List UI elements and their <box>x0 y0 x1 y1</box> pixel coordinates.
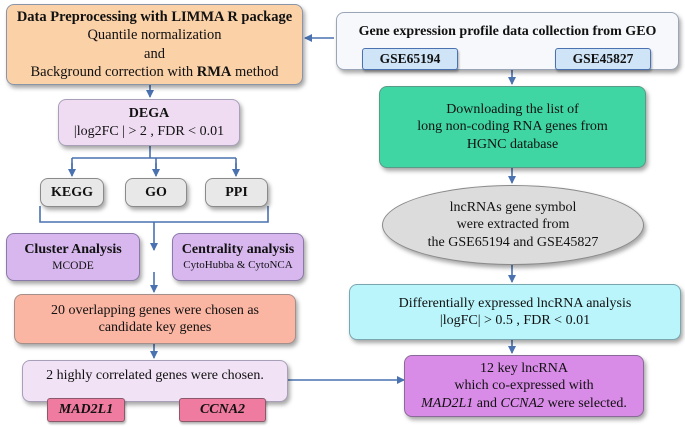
dataset-badge-gse65194: GSE65194 <box>362 48 458 70</box>
dega-box: DEGA |log2FC | > 2 , FDR < 0.01 <box>58 99 240 146</box>
download-box: Downloading the list of long non-coding … <box>379 86 646 168</box>
arrow-dega-to-enrichment <box>71 146 237 170</box>
dega-title: DEGA <box>128 106 170 121</box>
keylnc-box: 12 key lncRNA which co-expressed with MA… <box>404 355 644 417</box>
geo-title: Gene expression profile data collection … <box>358 24 657 39</box>
dataset-badge-gse45827: GSE45827 <box>555 48 651 70</box>
preprocess-line3: Background correction with RMA method <box>30 63 279 80</box>
dega-criteria: |log2FC | > 2 , FDR < 0.01 <box>73 123 225 139</box>
preprocess-title: Data Preprocessing with LIMMA R package <box>16 9 293 26</box>
bracket-enrichment <box>39 206 269 223</box>
go-box: GO <box>125 178 187 207</box>
diffexp-box: Differentially expressed lncRNA analysis… <box>349 284 681 340</box>
ppi-box: PPI <box>205 178 268 207</box>
gene-badge-mad2l1: MAD2L1 <box>47 398 125 422</box>
centrality-box: Centrality analysis CytoHubba & CytoNCA <box>172 233 304 281</box>
preprocess-box: Data Preprocessing with LIMMA R package … <box>6 4 303 85</box>
gene-badge-ccna2: CCNA2 <box>179 398 266 422</box>
preprocess-line2: and <box>144 45 165 62</box>
correlated-box: 2 highly correlated genes were chosen. <box>22 360 288 402</box>
cluster-box: Cluster Analysis MCODE <box>6 233 140 281</box>
kegg-box: KEGG <box>40 178 104 207</box>
lncsymbol-ellipse: lncRNAs gene symbol were extracted from … <box>382 185 644 265</box>
preprocess-line1: Quantile normalization <box>87 27 222 44</box>
overlap-box: 20 overlapping genes were chosen as cand… <box>14 294 296 344</box>
